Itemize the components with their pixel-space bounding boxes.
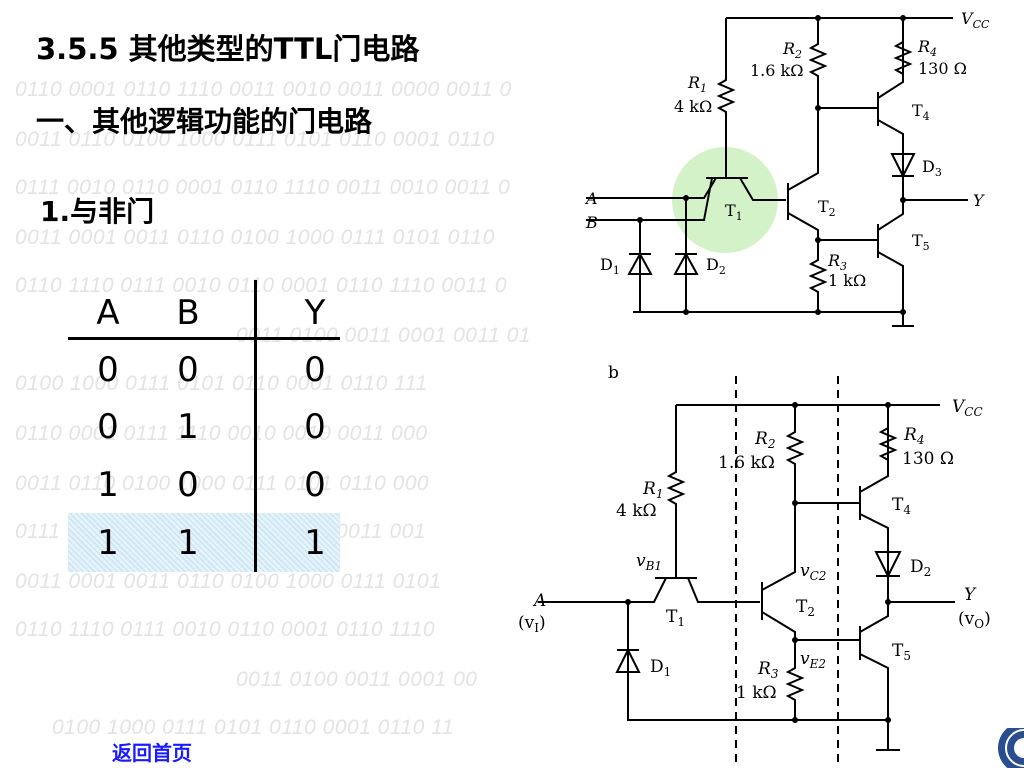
cell-b: 0	[177, 350, 199, 390]
table-row: 1 1 1	[68, 518, 340, 568]
watermark-line: 0110 0001 0110 1110 0011 0010 0011 0000 …	[15, 78, 512, 101]
stray-letter: b	[608, 363, 619, 383]
cell-a: 1	[97, 523, 119, 563]
cell-y: 0	[304, 350, 326, 390]
r4-label: R4	[903, 425, 924, 447]
ve2-label: vE2	[800, 649, 826, 671]
watermark-line: 0011 0100 0011 0001 00	[236, 668, 478, 691]
cell-y: 0	[304, 407, 326, 447]
d2-label: D2	[910, 557, 931, 579]
table-header-divider	[68, 337, 340, 340]
watermark-line: 0011 0110 0100 1000 0111 0101 0110 0001 …	[15, 128, 495, 151]
t4-label: T4	[892, 495, 911, 517]
r3-label: R3	[827, 251, 847, 273]
r4-label: R4	[917, 37, 937, 59]
cell-b: 1	[177, 407, 199, 447]
input-a-label: A	[532, 591, 546, 611]
d1-label: D1	[650, 657, 671, 679]
cell-a: 0	[97, 350, 119, 390]
nand-gate-circuit-diagram: VCC R1 4 kΩ R2 1.6 kΩ R4 130 Ω T4 D3 Y T…	[584, 9, 990, 327]
r1-label: R1	[687, 73, 707, 95]
sub-heading: 1.与非门	[40, 195, 155, 228]
cell-y: 0	[304, 465, 326, 505]
truth-table: A B Y 0 0 0 0 1 0 1 0 0 1 1 1	[68, 280, 340, 572]
watermark-line: 0011 0100 0011 0001 0011 01	[236, 324, 531, 347]
t1-label: T1	[666, 607, 685, 629]
header-b: B	[176, 293, 200, 333]
cell-y: 1	[304, 523, 326, 563]
r3-value: 1 kΩ	[736, 683, 777, 703]
watermark-line: 0100 1000 0111 0101 0110 0001 0110 11	[52, 716, 454, 739]
watermark-line: 0110 1110 0111 0010 0110 0001 0110 1110	[15, 618, 436, 641]
t5-label: T5	[892, 641, 911, 663]
d1-label: D1	[600, 255, 620, 277]
watermark-line: 0011 0001 0011 0110 0100 1000 0111 0101 …	[15, 226, 495, 249]
vb1-label: vB1	[636, 551, 662, 573]
d3-label: D3	[922, 157, 942, 179]
t5-label: T5	[912, 231, 930, 253]
header-a: A	[96, 293, 120, 333]
r4-value: 130 Ω	[918, 59, 967, 78]
vcc-label: VCC	[961, 9, 990, 31]
vcc-label: VCC	[952, 397, 983, 419]
t1-label: T1	[725, 201, 743, 223]
watermark-line: 0011 0110 0100 1000 0111 0101 0110 000	[15, 472, 430, 495]
input-a-label: A	[584, 189, 598, 208]
table-row: 0 0 0	[68, 345, 340, 395]
watermark-line: 0011 0001 0011 0110 0100 1000 0111 0101	[15, 570, 442, 593]
r2-value: 1.6 kΩ	[750, 61, 804, 80]
t4-label: T4	[912, 101, 930, 123]
r3-value: 1 kΩ	[828, 271, 866, 290]
r2-label: R2	[782, 39, 802, 61]
input-vi-label: (vI)	[518, 613, 546, 635]
output-vo-label: (vO)	[958, 609, 991, 631]
r4-value: 130 Ω	[902, 449, 954, 469]
page-title: 3.5.5 其他类型的TTL门电路	[36, 32, 420, 66]
watermark-line: 0110 1110 0111 0010 0110 0001 0110 1110 …	[15, 274, 508, 297]
vc2-label: vC2	[800, 561, 826, 583]
output-y-label: Y	[964, 585, 977, 605]
truth-table-header: A B Y	[68, 288, 340, 338]
inverter-circuit-diagram: b VCC R1 4 kΩ R2 1.6 kΩ R4 130 Ω T4 D2 Y…	[500, 350, 1010, 768]
t2-label: T2	[796, 597, 815, 619]
r1-value: 4 kΩ	[674, 97, 712, 116]
university-seal-icon	[998, 728, 1024, 768]
d2-label: D2	[706, 255, 726, 277]
highlighted-row-background	[68, 513, 340, 572]
t2-label: T2	[818, 197, 836, 219]
input-b-label: B	[585, 213, 598, 232]
cell-b: 0	[177, 465, 199, 505]
output-y-label: Y	[973, 191, 985, 210]
r1-label: R1	[642, 479, 663, 501]
cell-a: 1	[97, 465, 119, 505]
watermark-line: 0111 0010 0110 0001 0110 1110 0011 0010 …	[15, 176, 511, 199]
home-link[interactable]: 返回首页	[112, 741, 192, 765]
watermark-line: 0100 1000 0111 0101 0110 0001 0110 111	[15, 372, 428, 395]
r3-label: R3	[757, 659, 779, 681]
r1-value: 4 kΩ	[616, 501, 657, 521]
r2-value: 1.6 kΩ	[718, 453, 775, 473]
table-row: 0 1 0	[68, 402, 340, 452]
cell-b: 1	[177, 523, 199, 563]
table-column-divider	[254, 280, 257, 572]
section-heading: 一、其他逻辑功能的门电路	[36, 105, 373, 138]
watermark-line: 0110 0001 0111 1110 0010 0010 0011 000	[15, 422, 428, 445]
cell-a: 0	[97, 407, 119, 447]
t1-highlight-circle	[672, 147, 778, 253]
table-row: 1 0 0	[68, 460, 340, 510]
r2-label: R2	[754, 429, 775, 451]
header-y: Y	[304, 293, 326, 333]
